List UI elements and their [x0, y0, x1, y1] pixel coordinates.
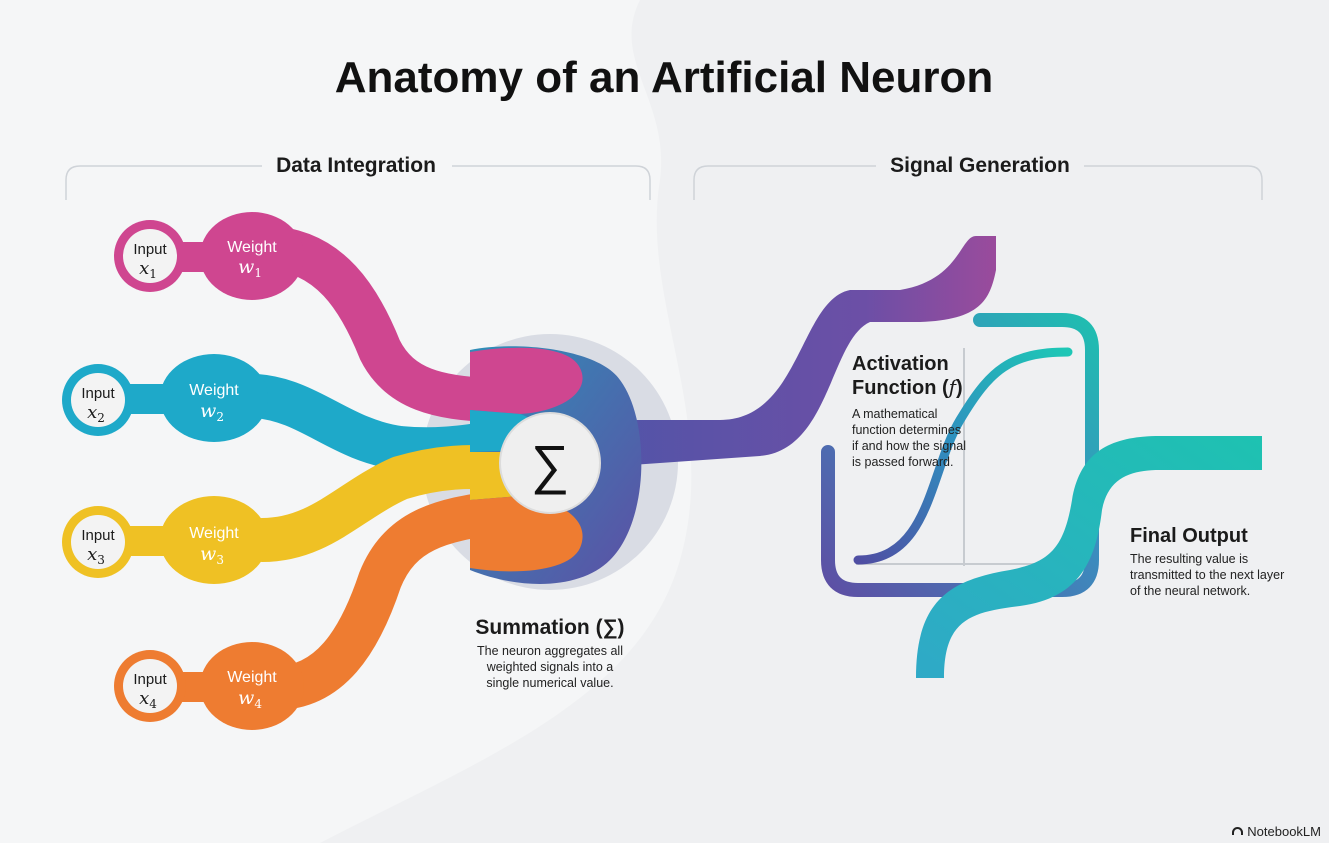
weight-var-2: w2	[200, 400, 224, 424]
section-bracket-right	[693, 165, 1263, 200]
sigma-icon: ∑	[531, 435, 570, 495]
input-var-2: x2	[87, 402, 105, 425]
summation-desc-line-1: The neuron aggregates all	[477, 644, 623, 658]
input-var-3: x3	[87, 544, 105, 567]
activation-desc-line-1: A mathematical	[852, 407, 937, 421]
output-title: Final Output	[1130, 525, 1248, 547]
weight-pod-3	[160, 496, 268, 584]
section-label-data-integration: Data Integration	[276, 154, 436, 177]
summation-node	[499, 412, 601, 514]
weight-var-4: w4	[238, 687, 262, 711]
input-group-2: Input x2 Weight w2	[62, 354, 268, 442]
activation-desc-line-4: is passed forward.	[852, 455, 953, 469]
output-axon	[560, 236, 996, 470]
page-title: Anatomy of an Artificial Neuron	[335, 53, 993, 102]
weight-label-4: Weight	[227, 669, 277, 686]
activation-title-line-1: Activation	[852, 353, 949, 375]
input-group-1: Input x1 Weight w1	[114, 212, 304, 300]
summation-title: Summation (∑)	[475, 616, 624, 639]
notebooklm-logo-icon	[1232, 827, 1244, 835]
activation-title-line-2: Function (f)	[852, 375, 963, 399]
weight-label-1: Weight	[227, 239, 277, 256]
input-var-1: x1	[139, 258, 157, 281]
dendrite-1	[246, 226, 512, 422]
soma-lobe-orange	[470, 496, 583, 572]
section-bracket-left	[65, 165, 651, 200]
weight-pod-2	[160, 354, 268, 442]
brand-label: NotebookLM	[1247, 824, 1321, 839]
background-wash	[320, 0, 1329, 843]
weight-var-1: w1	[238, 256, 262, 280]
weight-var-3: w3	[200, 543, 224, 567]
input-var-4: x4	[139, 688, 157, 711]
input-label-3: Input	[81, 527, 115, 544]
output-desc-line-1: The resulting value is	[1130, 552, 1248, 566]
soma-lobe-magenta	[470, 347, 583, 414]
weight-label-2: Weight	[189, 382, 239, 399]
weight-pod-4	[200, 642, 304, 730]
section-label-signal-generation: Signal Generation	[890, 154, 1070, 177]
dendrite-4	[250, 490, 522, 710]
input-label-1: Input	[133, 241, 167, 258]
activation-desc-line-2: function determines	[852, 423, 961, 437]
weight-label-3: Weight	[189, 525, 239, 542]
output-desc-line-2: transmitted to the next layer	[1130, 568, 1284, 582]
brand-watermark: NotebookLM	[1232, 824, 1321, 839]
activation-desc-line-3: if and how the signal	[852, 439, 966, 453]
input-group-4: Input x4 Weight w4	[114, 642, 304, 730]
output-desc-line-3: of the neural network.	[1130, 584, 1250, 598]
input-label-2: Input	[81, 385, 115, 402]
activation-frame	[821, 313, 1099, 597]
summation-desc-line-3: single numerical value.	[486, 676, 613, 690]
input-label-4: Input	[133, 671, 167, 688]
dendrite-3	[240, 445, 522, 562]
summation-desc-line-2: weighted signals into a	[486, 660, 614, 674]
weight-pod-1	[200, 212, 304, 300]
output-ribbon	[916, 436, 1262, 678]
sigmoid-curve	[853, 347, 1073, 565]
input-group-3: Input x3 Weight w3	[62, 496, 268, 584]
